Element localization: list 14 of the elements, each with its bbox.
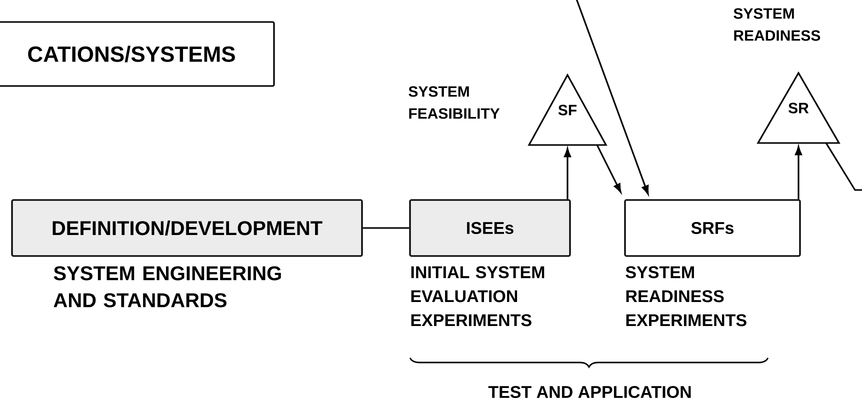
group-label: TEST AND APPLICATION [488,386,691,398]
node-label: SYSTEM READINESS [734,8,820,41]
process-box: ISEEs [409,199,571,257]
arrow [564,148,571,200]
arrow [795,146,802,200]
process-box: SRFs [624,199,801,257]
arrow [574,0,649,195]
process-box: CATIONS/SYSTEMS [0,21,275,87]
node-label: SYSTEM READINESS EXPERIMENTS [626,266,746,326]
node-label: INITIAL SYSTEM EVALUATION EXPERIMENTS [411,266,544,326]
node-label: SYSTEM ENGINEERING AND STANDARDS [54,266,281,308]
process-box: DEFINITION/DEVELOPMENT [11,199,363,257]
arrow [596,144,622,193]
node-label: SYSTEM FEASIBILITY [408,86,500,119]
